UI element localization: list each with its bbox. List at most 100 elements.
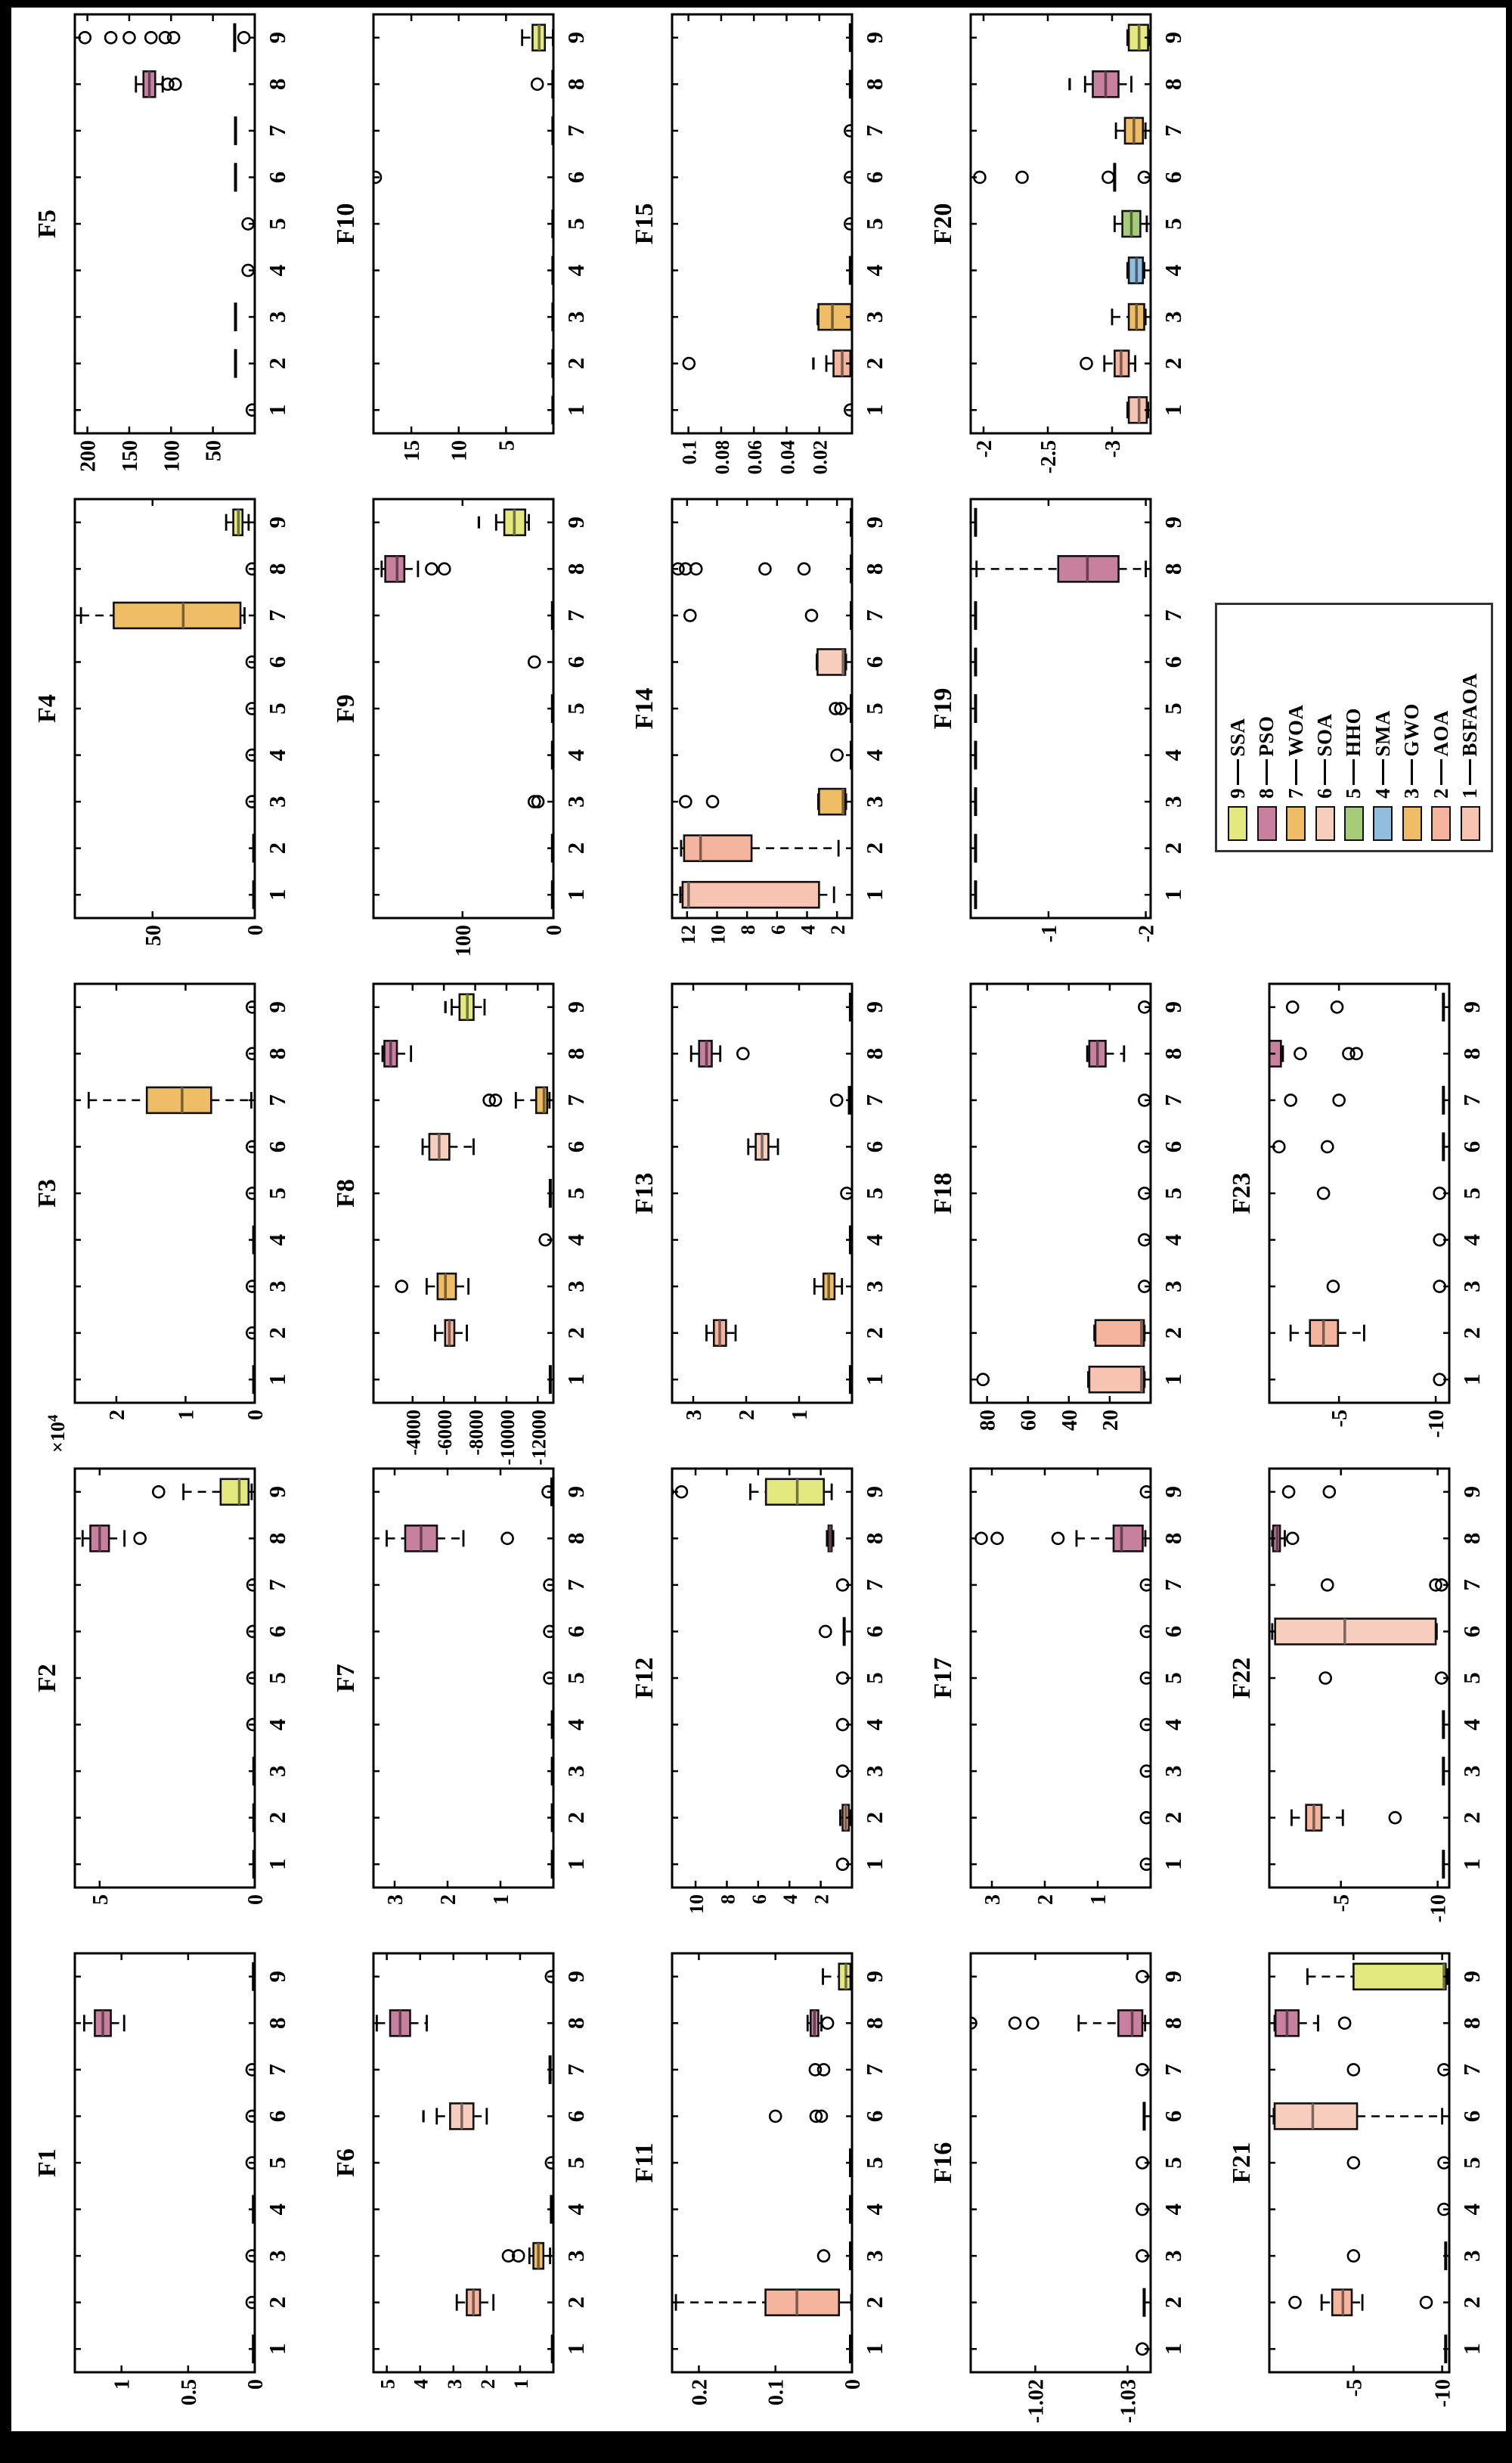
xtick-label: 8	[1458, 1048, 1485, 1060]
ytick-label: 40	[1058, 1410, 1082, 1431]
xtick-label: 6	[562, 172, 589, 184]
xtick-label: 4	[562, 1234, 589, 1246]
xtick-label: 3	[1160, 796, 1186, 808]
xtick-label: 3	[264, 311, 290, 323]
xtick-label: 2	[264, 358, 290, 370]
ytick-label: -5	[1331, 1894, 1354, 1912]
xtick-label: 1	[861, 1373, 888, 1385]
xtick-label: 7	[562, 1579, 589, 1591]
xtick-label: 8	[1160, 1048, 1186, 1060]
ytick-label: 3	[683, 1410, 706, 1420]
xtick-label: 1	[861, 1858, 888, 1870]
ytick-label: 100	[160, 440, 184, 472]
xtick-label: 3	[562, 311, 589, 323]
xtick-label: 2	[1160, 1812, 1186, 1824]
xtick-label: 4	[1160, 1234, 1186, 1246]
ytick-label: -10000	[497, 1410, 519, 1466]
ytick-label: -1.03	[1117, 2379, 1140, 2423]
ytick-label: 0	[543, 925, 566, 935]
xtick-label: 2	[264, 1327, 290, 1339]
xtick-label: 8	[264, 1533, 290, 1545]
subplot-title-F20: F20	[929, 203, 957, 245]
ytick-label: 1	[510, 2379, 532, 2389]
xtick-label: 2	[1458, 1812, 1485, 1824]
ytick-label: 50	[142, 925, 166, 946]
legend-swatch-SSA	[1228, 806, 1248, 841]
xtick-label: 1	[562, 889, 589, 901]
ytick-label: 1	[789, 1410, 812, 1420]
xtick-label: 7	[861, 610, 888, 622]
legend-name: AOA	[1429, 710, 1452, 757]
xtick-label: 7	[264, 610, 290, 622]
ytick-label: 0	[244, 925, 268, 935]
xtick-label: 5	[1160, 218, 1186, 230]
xtick-label: 8	[562, 2018, 589, 2030]
xtick-label: 4	[861, 265, 888, 277]
xtick-label: 8	[861, 563, 888, 575]
xtick-label: 7	[264, 2064, 290, 2076]
legend-line-icon	[1352, 759, 1356, 786]
xtick-label: 3	[264, 2250, 290, 2262]
xtick-label: 5	[1160, 2157, 1186, 2169]
ytick-label: 2	[811, 1894, 833, 1904]
xtick-label: 8	[264, 79, 290, 91]
ytick-label: 0.08	[711, 440, 733, 475]
ytick-label: 4	[798, 925, 820, 935]
ytick-label: 3	[444, 2379, 466, 2389]
xtick-label: 3	[562, 1280, 589, 1292]
xtick-label: 6	[1458, 1141, 1485, 1153]
xtick-label: 4	[1160, 1719, 1186, 1731]
xtick-label: 7	[1160, 1579, 1186, 1591]
xtick-label: 9	[861, 32, 888, 44]
xtick-label: 4	[264, 2204, 290, 2216]
xtick-label: 1	[861, 889, 888, 901]
xtick-label: 3	[264, 796, 290, 808]
legend-name: BSFAOA	[1458, 672, 1482, 757]
xtick-label: 6	[1160, 2111, 1186, 2123]
legend-number: 6	[1313, 788, 1337, 799]
xtick-label: 1	[264, 1858, 290, 1870]
ytick-label: 5	[89, 1894, 113, 1905]
ytick-label: -8000	[466, 1410, 488, 1456]
xtick-label: 9	[1458, 1486, 1485, 1498]
xtick-label: 3	[1160, 1765, 1186, 1777]
ytick-label: -12000	[528, 1410, 550, 1466]
xtick-label: 1	[264, 889, 290, 901]
xtick-label: 1	[264, 1373, 290, 1385]
xtick-label: 4	[861, 749, 888, 762]
xtick-label: 3	[1458, 1280, 1485, 1292]
xtick-label: 5	[1160, 703, 1186, 715]
xtick-label: 3	[1458, 1765, 1485, 1777]
ytick-label: 80	[977, 1410, 1000, 1431]
xtick-label: 4	[562, 265, 589, 277]
ytick-label: 0.2	[688, 2379, 711, 2406]
legend-line-icon	[1294, 759, 1297, 786]
xtick-label: 8	[562, 79, 589, 91]
xtick-label: 9	[562, 516, 589, 529]
subplot-title-F6: F6	[332, 2148, 360, 2177]
legend-number: 2	[1429, 788, 1452, 799]
xtick-label: 2	[562, 1327, 589, 1339]
xtick-label: 2	[562, 842, 589, 855]
ytick-label: 10	[708, 925, 730, 945]
legend-line-icon	[1236, 759, 1239, 786]
xtick-label: 4	[1458, 2204, 1485, 2216]
xtick-label: 4	[1160, 749, 1186, 762]
